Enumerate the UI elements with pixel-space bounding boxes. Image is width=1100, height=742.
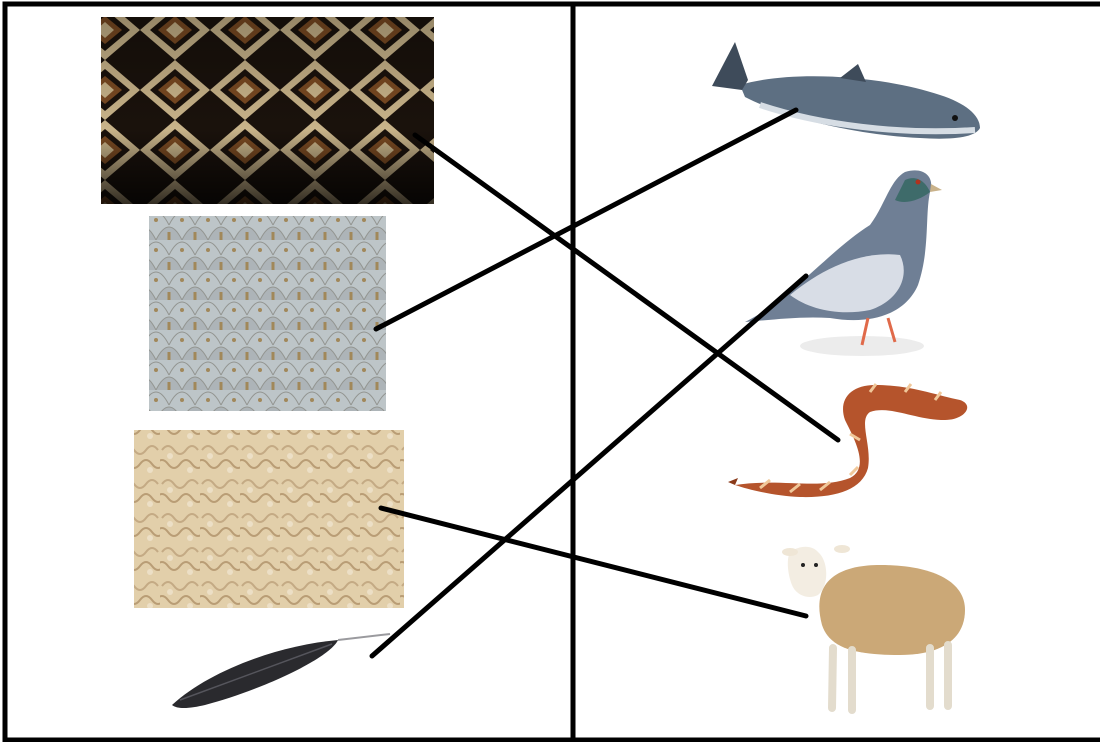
fish-scales-image[interactable] (149, 216, 386, 411)
sheep-wool-image[interactable] (134, 430, 404, 608)
snake-skin-image[interactable] (101, 17, 434, 204)
